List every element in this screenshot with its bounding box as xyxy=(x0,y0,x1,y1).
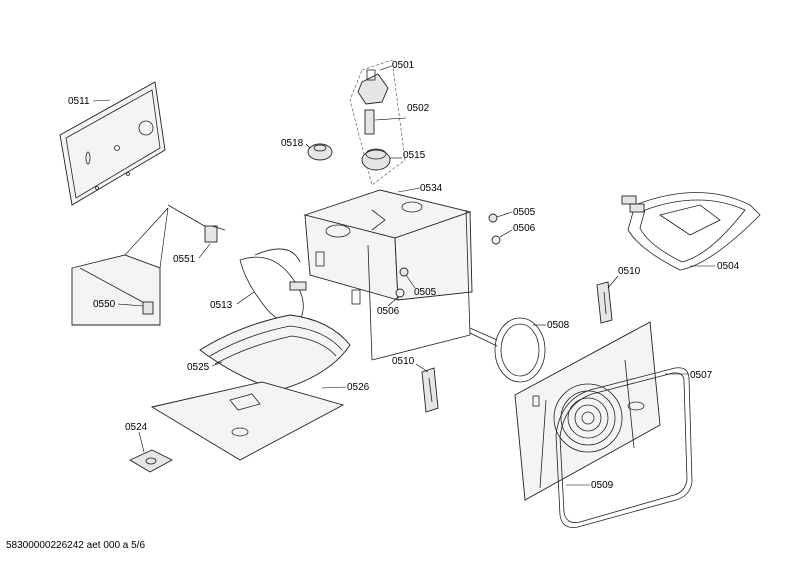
part-grill-heater[interactable] xyxy=(621,192,761,271)
part-rear-wall[interactable] xyxy=(514,321,661,501)
label-0551: 0551 xyxy=(173,254,196,265)
part-hinge-right[interactable] xyxy=(596,281,613,324)
label-0501: 0501 xyxy=(392,60,415,71)
label-0507: 0507 xyxy=(690,370,713,381)
label-0513: 0513 xyxy=(210,300,233,311)
label-0534: 0534 xyxy=(420,183,443,194)
label-0504: 0504 xyxy=(717,261,740,272)
part-foot[interactable] xyxy=(129,449,173,473)
part-motor-base[interactable] xyxy=(361,148,391,171)
part-fan-hub[interactable] xyxy=(307,143,333,161)
label-0510-right: 0510 xyxy=(618,266,641,277)
part-door-seal[interactable] xyxy=(555,367,693,528)
inset-temperature-probe[interactable] xyxy=(71,254,161,326)
part-motor-top[interactable] xyxy=(357,69,389,105)
label-0526: 0526 xyxy=(347,382,370,393)
label-0550: 0550 xyxy=(93,299,116,310)
label-0506-upper: 0506 xyxy=(513,223,536,234)
label-0502: 0502 xyxy=(407,103,430,114)
label-0515: 0515 xyxy=(403,150,426,161)
label-0509: 0509 xyxy=(591,480,614,491)
part-hinge-left[interactable] xyxy=(421,367,439,413)
document-id-footer: 58300000226242 aet 000 a 5/6 xyxy=(6,540,146,551)
label-0511: 0511 xyxy=(68,96,90,107)
label-0506-lower: 0506 xyxy=(377,306,400,317)
part-screw-lower[interactable] xyxy=(399,267,409,277)
part-insulation[interactable] xyxy=(199,314,351,391)
part-sensor-bracket[interactable] xyxy=(167,204,226,243)
part-oven-cavity[interactable] xyxy=(303,189,473,361)
label-0525: 0525 xyxy=(187,362,210,373)
label-0524: 0524 xyxy=(125,422,148,433)
label-0518: 0518 xyxy=(281,138,304,149)
part-washer-upper[interactable] xyxy=(491,235,501,245)
part-back-panel[interactable] xyxy=(59,81,166,206)
part-washer-lower[interactable] xyxy=(395,288,405,298)
part-bottom-heater[interactable] xyxy=(239,248,307,323)
label-0505-lower: 0505 xyxy=(414,287,437,298)
part-bottom-plate[interactable] xyxy=(150,381,345,461)
label-0510-left: 0510 xyxy=(392,356,415,367)
part-ring-heater[interactable] xyxy=(469,317,546,383)
part-screw-upper[interactable] xyxy=(488,213,498,223)
label-0508: 0508 xyxy=(547,320,570,331)
part-motor-shaft[interactable] xyxy=(364,109,375,135)
label-0505-upper: 0505 xyxy=(513,207,536,218)
